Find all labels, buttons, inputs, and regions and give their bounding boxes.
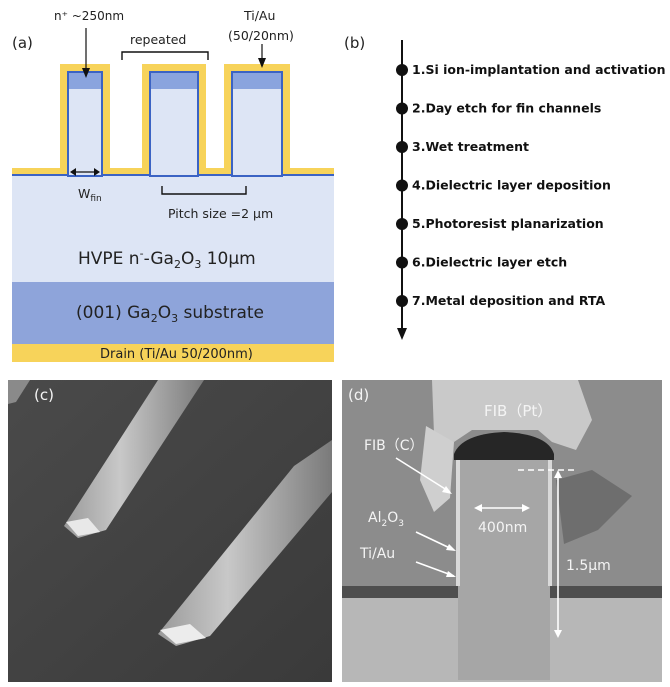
- process-step-label: 7.Metal deposition and RTA: [412, 293, 605, 308]
- width-arrowhead-right: [522, 504, 530, 512]
- wfin-label: Wfin: [78, 186, 102, 204]
- panel-b-label: (b): [344, 34, 365, 52]
- panel-b-process-flow: (b) 1.Si ion-implantation and activation…: [344, 34, 666, 340]
- panel-d-fib-cross-section: (d) FIB（C） FIB（Pt） Al2O3 Ti/Au 400nm 1.5…: [342, 380, 662, 682]
- process-step-label: 6.Dielectric layer etch: [412, 255, 567, 270]
- step-marker: [396, 295, 408, 307]
- panel-a-device-schematic: (a) n⁺ ~250nm repeated Ti/Au (50/20nm) W…: [12, 8, 334, 362]
- process-step-label: 5.Photoresist planarization: [412, 216, 604, 231]
- al2o3-arrowhead: [446, 544, 456, 551]
- fib-c-arrowhead: [442, 486, 452, 494]
- fib-c-layer: [454, 432, 554, 460]
- height-arrowhead-top: [554, 470, 562, 478]
- step-marker: [396, 218, 408, 230]
- pitch-label: Pitch size =2 μm: [168, 206, 273, 221]
- step-marker: [396, 179, 408, 192]
- substrate-layer: [12, 282, 334, 344]
- step-marker: [396, 64, 408, 76]
- process-step-label: 4.Dielectric layer deposition: [412, 178, 611, 193]
- step-marker: [396, 256, 408, 269]
- wfin-arrowhead-right: [94, 168, 100, 176]
- panel-a-label: (a): [12, 34, 33, 52]
- width-label: 400nm: [478, 520, 527, 536]
- fin-right-edge: [548, 460, 552, 586]
- process-step-label: 3.Wet treatment: [412, 139, 529, 154]
- fib-pt-label: FIB（Pt）: [484, 402, 552, 420]
- process-step-label: 1.Si ion-implantation and activation: [412, 62, 666, 77]
- fin-body: [458, 450, 550, 680]
- panel-c-label: (c): [34, 386, 54, 404]
- drain-label: Drain (Ti/Au 50/200nm): [100, 347, 253, 362]
- tiau-label: Ti/Au: [359, 546, 395, 562]
- n-plus-label: n⁺ ~250nm: [54, 9, 124, 23]
- width-arrowhead-left: [474, 504, 482, 512]
- corner-fin: [8, 380, 30, 404]
- fin-2: [158, 440, 332, 646]
- substrate-label: (001) Ga2O3 substrate: [76, 303, 264, 325]
- repeated-label: repeated: [130, 32, 186, 47]
- repeated-bracket: [121, 51, 209, 60]
- pitch-bracket: [161, 186, 247, 195]
- wfin-arrowhead-left: [70, 168, 76, 176]
- n-plus-caps: [69, 73, 281, 89]
- fin-bodies: [67, 71, 283, 177]
- step-marker: [396, 141, 408, 153]
- n-plus-arrowhead: [82, 68, 90, 78]
- fin-left-edge: [456, 460, 460, 586]
- metal-label-line1: Ti/Au: [243, 8, 275, 23]
- fib-c-label: FIB（C）: [364, 438, 424, 454]
- drift-label: HVPE n--Ga2O3 10μm: [78, 247, 256, 271]
- timeline-arrowhead: [397, 328, 407, 340]
- drain-layer: [12, 344, 334, 362]
- fin-2-tip-highlight: [160, 624, 206, 644]
- fin-1: [64, 380, 204, 538]
- al2o3-label: Al2O3: [368, 510, 404, 529]
- metal-arrowhead: [258, 58, 266, 68]
- tiau-arrowhead: [446, 571, 456, 577]
- metal-label-line2: (50/20nm): [228, 28, 294, 43]
- right-deposit: [556, 470, 632, 544]
- panel-c-sem-image: (c): [8, 380, 332, 682]
- height-label: 1.5μm: [566, 558, 611, 574]
- panel-d-label: (d): [348, 386, 369, 404]
- fin-1-tip-highlight: [66, 518, 100, 536]
- process-step-label: 2.Day etch for fin channels: [412, 101, 601, 116]
- fib-c-arrow: [395, 457, 451, 493]
- process-steps: 1.Si ion-implantation and activation 2.Da…: [396, 62, 666, 308]
- pt-cap: [432, 380, 592, 450]
- step-marker: [396, 102, 408, 115]
- height-arrowhead-bottom: [554, 630, 562, 638]
